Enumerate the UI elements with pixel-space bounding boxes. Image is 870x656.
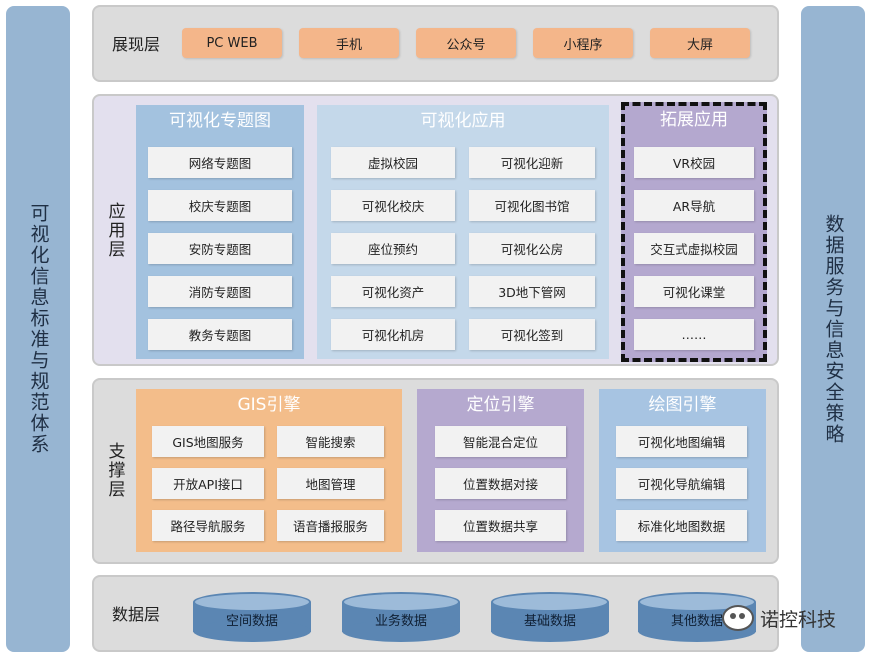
extended-apps-group: 拓展应用 — [621, 102, 767, 362]
extended-app-item: …… — [634, 319, 754, 350]
gis-item: GIS地图服务 — [152, 426, 264, 457]
gis-item: 开放API接口 — [152, 468, 264, 499]
database-label: 空间数据 — [225, 614, 278, 629]
app-item: 可视化签到 — [469, 319, 595, 350]
thematic-map-item: 安防专题图 — [148, 233, 292, 264]
extended-app-item: 交互式虚拟校园 — [634, 233, 754, 264]
data-layer-label: 数据层 — [111, 605, 160, 624]
presentation-item-big-screen: 大屏 — [650, 28, 750, 58]
presentation-layer-label: 展现层 — [111, 35, 160, 54]
thematic-maps-title: 可视化专题图 — [169, 111, 271, 131]
database-label: 基础数据 — [523, 614, 576, 629]
gis-engine-title: GIS引擎 — [237, 395, 301, 415]
support-layer-label: 支撑层 — [104, 441, 125, 499]
gis-item: 语音播报服务 — [277, 510, 384, 541]
app-item: 可视化迎新 — [469, 147, 595, 178]
gis-item: 智能搜索 — [277, 426, 384, 457]
database-label: 业务数据 — [374, 614, 427, 629]
app-item: 可视化资产 — [331, 276, 455, 307]
left-pillar: 可视化信息标准与规范体系 — [6, 6, 70, 652]
drawing-item: 标准化地图数据 — [616, 510, 747, 541]
watermark: 诺控科技 — [722, 604, 836, 632]
watermark-text: 诺控科技 — [760, 608, 837, 631]
app-item: 座位预约 — [331, 233, 455, 264]
extended-app-item: 可视化课堂 — [634, 276, 754, 307]
app-item: 可视化公房 — [469, 233, 595, 264]
database-business: 业务数据 — [342, 592, 460, 642]
visualization-apps-title: 可视化应用 — [420, 111, 506, 131]
thematic-map-item: 网络专题图 — [148, 147, 292, 178]
extended-app-item: AR导航 — [634, 190, 754, 221]
extended-apps-title: 拓展应用 — [660, 110, 728, 130]
application-layer-label: 应用层 — [104, 201, 125, 259]
thematic-map-item: 消防专题图 — [148, 276, 292, 307]
app-item: 3D地下管网 — [469, 276, 595, 307]
presentation-item-pc-web: PC WEB — [182, 28, 282, 58]
wechat-icon — [722, 605, 754, 631]
database-label: 其他数据 — [670, 614, 723, 629]
extended-app-item: VR校园 — [634, 147, 754, 178]
presentation-item-mobile: 手机 — [299, 28, 399, 58]
right-pillar-label: 数据服务与信息安全策略 — [822, 213, 845, 445]
drawing-item: 可视化导航编辑 — [616, 468, 747, 499]
presentation-item-mini-program: 小程序 — [533, 28, 633, 58]
positioning-item: 智能混合定位 — [435, 426, 566, 457]
positioning-item: 位置数据对接 — [435, 468, 566, 499]
gis-item: 地图管理 — [277, 468, 384, 499]
app-item: 可视化图书馆 — [469, 190, 595, 221]
presentation-item-official-account: 公众号 — [416, 28, 516, 58]
positioning-item: 位置数据共享 — [435, 510, 566, 541]
database-basic: 基础数据 — [491, 592, 609, 642]
app-item: 可视化机房 — [331, 319, 455, 350]
right-pillar: 数据服务与信息安全策略 — [801, 6, 865, 652]
thematic-map-item: 教务专题图 — [148, 319, 292, 350]
thematic-map-item: 校庆专题图 — [148, 190, 292, 221]
app-item: 可视化校庆 — [331, 190, 455, 221]
drawing-item: 可视化地图编辑 — [616, 426, 747, 457]
app-item: 虚拟校园 — [331, 147, 455, 178]
left-pillar-label: 可视化信息标准与规范体系 — [27, 203, 50, 455]
database-spatial: 空间数据 — [193, 592, 311, 642]
gis-item: 路径导航服务 — [152, 510, 264, 541]
positioning-engine-title: 定位引擎 — [466, 395, 535, 415]
drawing-engine-title: 绘图引擎 — [648, 395, 717, 415]
